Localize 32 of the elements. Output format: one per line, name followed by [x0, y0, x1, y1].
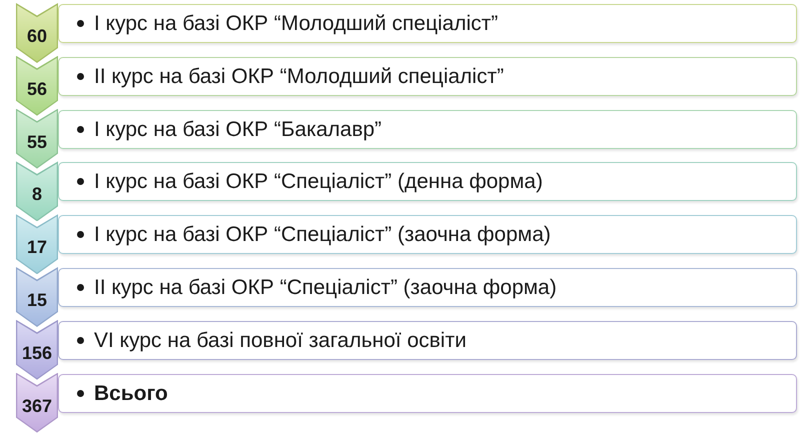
count-number: 17 — [26, 237, 48, 258]
count-number: 56 — [26, 78, 48, 99]
chevron-tag — [16, 108, 58, 169]
chevron-tag — [16, 320, 58, 380]
count-number: 367 — [20, 396, 54, 416]
list-item-text: І курс на базі ОКР “Молодший спеціаліст” — [94, 12, 498, 35]
list-item-text: VI курс на базі повної загальної освіти — [94, 328, 466, 352]
count-number: 60 — [26, 26, 48, 46]
chevron-tag — [16, 372, 58, 433]
list-item-box — [58, 374, 797, 413]
list-item-text: І курс на базі ОКР “Бакалавр” — [94, 118, 382, 141]
count-number: 55 — [26, 132, 48, 152]
list-item-box — [58, 4, 797, 43]
count-number: 8 — [30, 184, 43, 204]
chevron-tag — [16, 3, 58, 63]
list-item-text: І курс на базі ОКР “Спеціаліст” (денна форма) — [94, 170, 543, 194]
list-item-text: ІІ курс на базі ОКР “Спеціаліст” (заочна форма) — [94, 276, 557, 299]
chevron-tag — [16, 56, 58, 116]
list-item-box — [58, 268, 797, 307]
count-number: 15 — [26, 290, 48, 310]
chevron-tag — [16, 161, 58, 222]
list-item-box — [58, 110, 797, 149]
list-item-box — [58, 56, 797, 96]
count-number: 156 — [20, 342, 54, 363]
list-item-box — [58, 162, 797, 202]
list-item-box — [58, 320, 797, 360]
list-item-box — [58, 215, 797, 254]
chevron-tag — [16, 214, 58, 274]
list-item-text: ІІ курс на базі ОКР “Молодший спеціаліст” — [94, 64, 504, 88]
chevron-tag — [16, 267, 58, 327]
list-item-text: І курс на базі ОКР “Спеціаліст” (заочна форма) — [94, 223, 551, 246]
list-item-text: Всього — [94, 382, 168, 405]
